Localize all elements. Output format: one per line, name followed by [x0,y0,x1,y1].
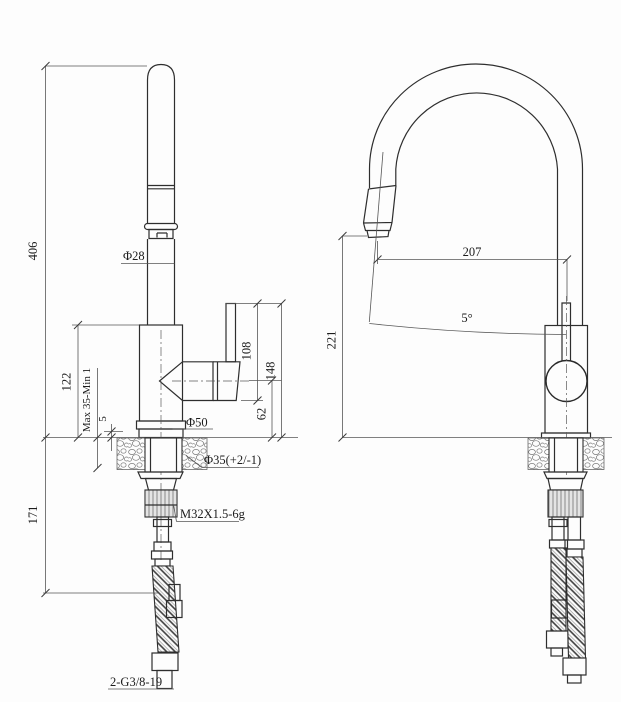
left-spout-tube [146,63,176,325]
dim-handle-center-height: 62 [249,376,282,442]
dim-spout-height: 221 [325,231,367,442]
dim-base-plate-height: 5 [97,416,123,451]
dim-swivel-angle: 5° [369,311,567,335]
dim-handle-length-label: 108 [240,342,254,361]
dim-overall-height-label: 406 [26,242,40,261]
dim-handle-length: 108 [226,299,282,405]
left-lever-rod [225,302,237,363]
left-hose-connector [150,516,174,567]
dim-spout-diameter: Φ28 [121,249,175,264]
left-hose-side-tab [165,583,183,619]
dim-deck-thickness: Max 35-Min 1 [81,368,102,473]
dim-below-deck-depth-label: 171 [26,506,40,525]
right-gooseneck-spout [368,63,584,325]
dimensions: 406 171 122 Max 35-Min 1 5 [26,61,572,690]
right-spray-axis-line [368,151,384,323]
right-view [342,63,612,684]
right-spray-head [362,184,397,239]
left-countertop-section [116,437,208,470]
dim-overall-height: 406 [26,61,147,442]
dim-base-plate-height-label: 5 [97,416,109,422]
dim-hole-diameter: Φ35(+2/-1) [185,453,261,468]
dim-body-height-label: 122 [60,373,74,392]
dim-base-diameter-label: Φ50 [186,416,208,430]
right-hose-b-connector [564,516,585,558]
dim-deck-thickness-label: Max 35-Min 1 [81,368,93,432]
dim-body-height: 122 [60,320,139,442]
dim-spout-reach-label: 207 [463,245,482,259]
dim-handle-top-height-label: 148 [264,362,278,381]
right-threaded-shank [547,489,584,518]
dim-swivel-angle-label: 5° [461,311,472,325]
dim-handle-center-height-label: 62 [255,408,269,421]
left-spout-collar [143,222,179,240]
dim-handle-top-height: 148 [264,299,286,442]
dim-base-diameter: Φ50 [172,416,213,430]
right-hose-a-end-nut [545,630,569,657]
right-shank-flange [543,471,588,491]
left-hose-end-nut [151,652,179,690]
dim-shank-thread-label: M32X1.5-6g [180,507,246,521]
right-mounting-nut [548,437,584,473]
right-hose-b-end-nut [562,657,587,684]
right-hose-b [565,556,587,659]
dim-supply-hose-thread-label: 2-G3/8-19 [110,675,162,689]
dim-shank-thread: M32X1.5-6g [173,504,246,522]
left-supply-hose [151,565,180,653]
dim-below-deck-depth: 171 [26,437,158,598]
dim-supply-hose-thread: 2-G3/8-19 [108,675,174,690]
dim-hole-diameter-label: Φ35(+2/-1) [204,453,261,467]
dim-spout-diameter-label: Φ28 [123,249,145,263]
left-threaded-shank [144,489,178,518]
left-view [43,63,298,690]
left-shank-flange [137,471,184,491]
left-mounting-nut [144,437,183,473]
right-countertop-section [527,437,605,470]
dim-spout-height-label: 221 [325,331,339,350]
dim-spout-reach: 207 [373,241,572,301]
